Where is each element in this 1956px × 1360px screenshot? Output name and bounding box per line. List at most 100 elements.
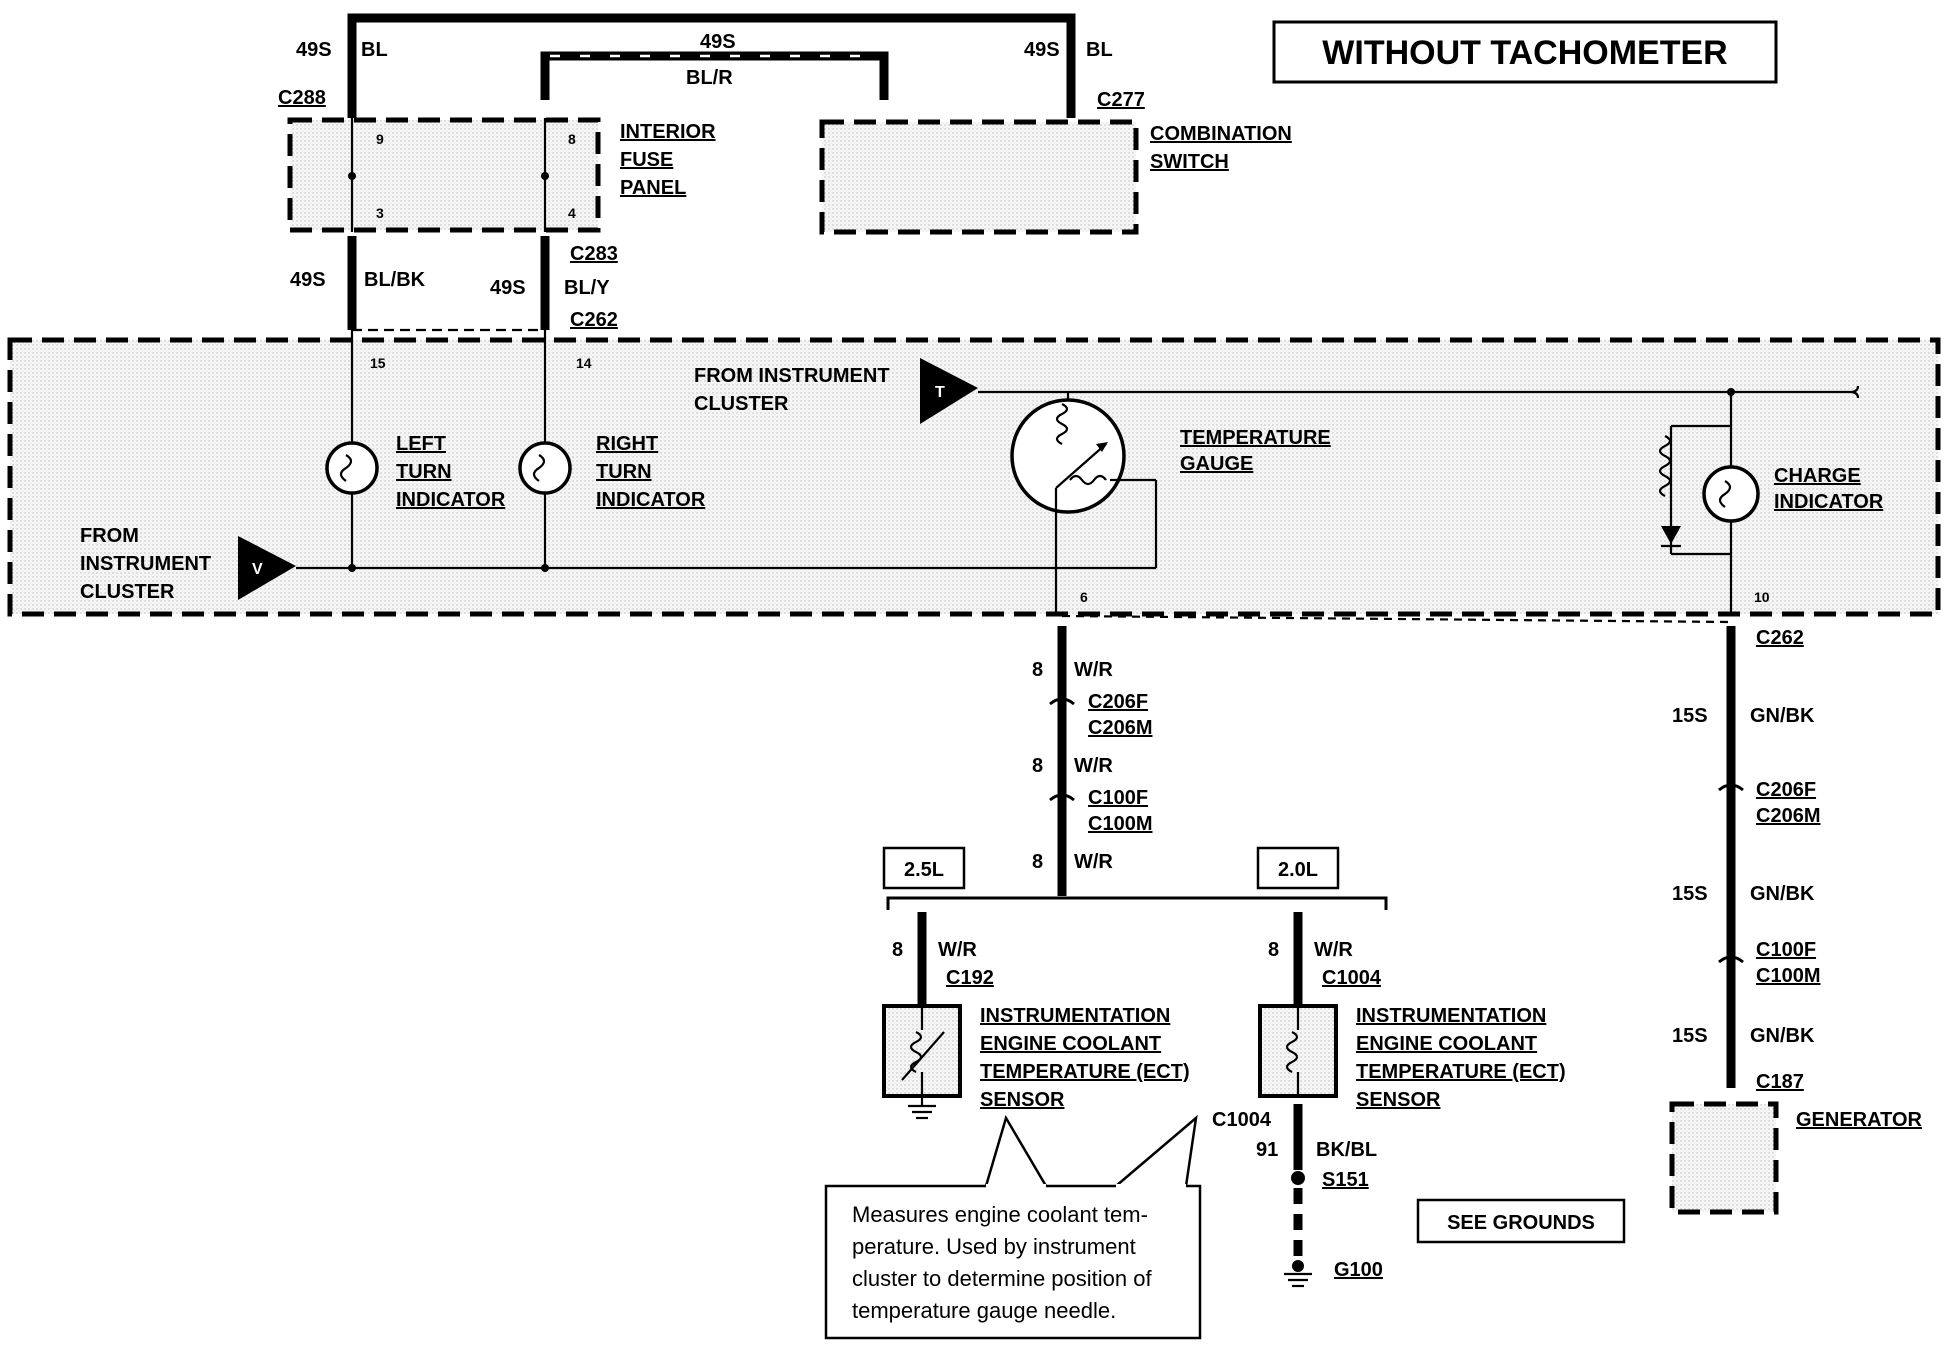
left-top-circuit: 49S <box>296 39 332 61</box>
sensor-2-0l-label-1: INSTRUMENTATION <box>1356 1005 1546 1027</box>
sensor-2-0l: 8 W/R C1004 INSTRUMENTATION ENGINE COOLA… <box>1212 912 1566 1288</box>
connector-c262-top: C262 <box>570 309 618 331</box>
turn-signal-drops: 49S BL/BK 49S BL/Y C283 C262 <box>290 236 618 332</box>
instrument-cluster: T FROM INSTRUMENT CLUSTER V FROM INSTRUM… <box>7 330 1941 617</box>
connector-c1004-top: C1004 <box>1322 967 1382 989</box>
fuse-pin-3: 3 <box>376 205 384 221</box>
temp-wire-circuit-1: 8 <box>1032 659 1043 681</box>
left-drop-pin: 15 <box>370 355 386 371</box>
cluster-t-tag: T <box>935 384 945 401</box>
right-drop-color: BL/Y <box>564 277 610 299</box>
connector-c288: C288 <box>278 87 326 109</box>
right-drop-pin: 14 <box>576 355 592 371</box>
left-turn-label-2: TURN <box>396 461 452 483</box>
right-top-circuit: 49S <box>1024 39 1060 61</box>
connector-c192: C192 <box>946 967 994 989</box>
connector-c100m-left: C100M <box>1088 813 1152 835</box>
temperature-gauge-label-1: TEMPERATURE <box>1180 427 1331 449</box>
connector-c206m-left: C206M <box>1088 717 1152 739</box>
charge-diode-icon <box>1661 526 1681 544</box>
temperature-gauge-label-2: GAUGE <box>1180 453 1253 475</box>
engine-2-5l: 2.5L <box>904 859 944 881</box>
sensor-2-0l-label-2: ENGINE COOLANT <box>1356 1033 1537 1055</box>
from-cluster-v-label-3: CLUSTER <box>80 581 175 603</box>
right-top-color: BL <box>1086 39 1113 61</box>
combination-switch: COMBINATION SWITCH <box>819 119 1292 235</box>
from-cluster-v-label-1: FROM <box>80 525 139 547</box>
fuse-panel-label-3: PANEL <box>620 177 686 199</box>
splice-s151: S151 <box>1322 1169 1369 1191</box>
charge-wire-color-1: GN/BK <box>1750 705 1815 727</box>
charge-wire-color-3: GN/BK <box>1750 1025 1815 1047</box>
connector-c1004-bottom: C1004 <box>1212 1109 1272 1131</box>
left-turn-label-1: LEFT <box>396 433 446 455</box>
from-cluster-t-label-2: CLUSTER <box>694 393 789 415</box>
fuse-pin-9: 9 <box>376 131 384 147</box>
right-turn-label-2: TURN <box>596 461 652 483</box>
temp-wire-color-2: W/R <box>1074 755 1113 777</box>
callout-line-2: perature. Used by instrument <box>852 1234 1136 1259</box>
sensor-2-0l-circuit: 8 <box>1268 939 1279 961</box>
temp-wire-color-3: W/R <box>1074 851 1113 873</box>
fuse-pin-4: 4 <box>568 205 576 221</box>
temperature-gauge-icon <box>1010 398 1126 514</box>
temp-wire-run: 8 W/R C206F C206M 8 W/R C100F C100M 8 W/… <box>1032 614 1732 896</box>
sensor-2-5l-label-4: SENSOR <box>980 1089 1065 1111</box>
charge-wire-color-2: GN/BK <box>1750 883 1815 905</box>
callout-line-3: cluster to determine position of <box>852 1266 1152 1291</box>
right-turn-bulb-icon <box>518 441 572 495</box>
connector-c100f-right: C100F <box>1756 939 1816 961</box>
sensor-2-0l-label-4: SENSOR <box>1356 1089 1441 1111</box>
charge-label-1: CHARGE <box>1774 465 1861 487</box>
diagram-title: WITHOUT TACHOMETER <box>1322 34 1727 72</box>
charge-wire-circuit-1: 15S <box>1672 705 1708 727</box>
temp-wire-circuit-2: 8 <box>1032 755 1043 777</box>
combination-switch-label-1: COMBINATION <box>1150 123 1292 145</box>
title-box: WITHOUT TACHOMETER <box>1272 20 1778 84</box>
connector-c206m-right: C206M <box>1756 805 1820 827</box>
combination-switch-label-2: SWITCH <box>1150 151 1229 173</box>
sensor-2-5l-circuit: 8 <box>892 939 903 961</box>
temp-wire-color-1: W/R <box>1074 659 1113 681</box>
from-cluster-v-label-2: INSTRUMENT <box>80 553 211 575</box>
interior-fuse-panel: 9 8 3 4 INTERIOR FUSE PANEL <box>287 117 716 233</box>
generator: GENERATOR <box>1669 1101 1922 1215</box>
callout-line-1: Measures engine coolant tem- <box>852 1202 1148 1227</box>
charge-bulb-icon <box>1702 465 1760 523</box>
engine-option-bracket: 2.5L 2.0L <box>882 846 1388 910</box>
from-cluster-t-label-1: FROM INSTRUMENT <box>694 365 890 387</box>
ground-g100: G100 <box>1334 1259 1383 1281</box>
right-turn-label-1: RIGHT <box>596 433 658 455</box>
connector-c187: C187 <box>1756 1071 1804 1093</box>
top-harness: 49S BL 49S BL/R 49S BL C288 C277 <box>278 13 1145 118</box>
fuse-pin-8: 8 <box>568 131 576 147</box>
sensor-2-0l-label-3: TEMPERATURE (ECT) <box>1356 1061 1566 1083</box>
left-turn-bulb-icon <box>325 441 379 495</box>
left-top-color: BL <box>361 39 388 61</box>
temp-wire-circuit-3: 8 <box>1032 851 1043 873</box>
sensor-2-5l: 8 W/R C192 INSTRUMENTATION ENGINE COOLAN… <box>882 912 1190 1120</box>
fuse-panel-label-1: INTERIOR <box>620 121 716 143</box>
sensor-callout: Measures engine coolant tem- perature. U… <box>824 1114 1202 1340</box>
connector-c262-right: C262 <box>1756 627 1804 649</box>
left-turn-label-3: INDICATOR <box>396 489 506 511</box>
charge-wire-circuit-2: 15S <box>1672 883 1708 905</box>
charge-wire-circuit-3: 15S <box>1672 1025 1708 1047</box>
sensor-2-5l-label-1: INSTRUMENTATION <box>980 1005 1170 1027</box>
charge-label-2: INDICATOR <box>1774 491 1884 513</box>
see-grounds-label: SEE GROUNDS <box>1447 1212 1595 1234</box>
connector-c206f-right: C206F <box>1756 779 1816 801</box>
left-drop-color: BL/BK <box>364 269 426 291</box>
connector-c277: C277 <box>1097 89 1145 111</box>
engine-2-0l: 2.0L <box>1278 859 1318 881</box>
sensor-2-5l-color: W/R <box>938 939 977 961</box>
see-grounds-box: SEE GROUNDS <box>1416 1198 1626 1244</box>
sensor-2-0l-color: W/R <box>1314 939 1353 961</box>
splice-s151-icon <box>1291 1171 1305 1185</box>
right-turn-label-3: INDICATOR <box>596 489 706 511</box>
callout-line-4: temperature gauge needle. <box>852 1298 1116 1323</box>
sensor-2-5l-label-2: ENGINE COOLANT <box>980 1033 1161 1055</box>
charge-wire-run: C262 15S GN/BK C206F C206M 15S GN/BK C10… <box>1672 626 1820 1093</box>
ground-wire-color: BK/BL <box>1316 1139 1377 1161</box>
